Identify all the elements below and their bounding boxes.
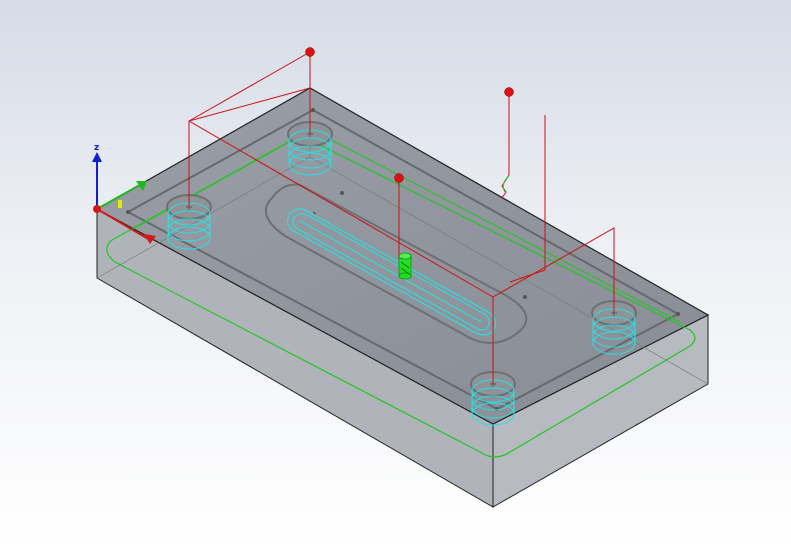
rapid-start-point [504,87,514,97]
triad-z-arrow-icon [92,152,102,162]
rapid-start-point [394,173,404,183]
hidden-edge [309,156,709,385]
pocket-plunge [312,211,317,215]
pocket-center-mark [523,295,527,299]
pocket-outline [264,183,528,344]
triad-x-axis [96,208,151,241]
pocket-toolpath[interactable] [286,208,497,336]
triad-y-axis [96,184,141,210]
pocket-center-mark [340,191,344,195]
triad-origin [93,205,101,213]
hidden-edge [96,156,311,279]
cutting-tool[interactable] [398,252,412,280]
triad-origin-marker [118,200,122,208]
triad-z-label: z [94,143,99,153]
lead-in-arc [502,175,510,193]
rapid-start-point [305,47,315,57]
triad-y-arrow-icon [136,181,147,191]
triad-x-arrow-icon [144,234,156,244]
rapid-start-points[interactable] [305,47,514,183]
rapid-toolpath[interactable] [188,51,615,384]
coordinate-triad[interactable]: z [92,143,156,244]
